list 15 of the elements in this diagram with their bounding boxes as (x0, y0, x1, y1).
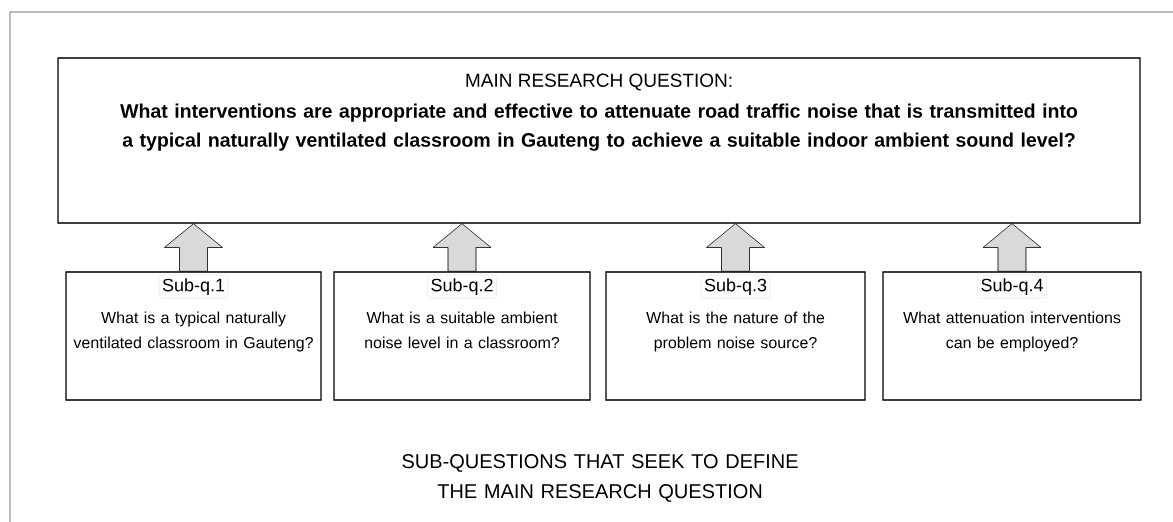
question-text: What is the nature of the problem noise source? (646, 311, 825, 352)
heading: MAIN RESEARCH QUESTION: (466, 73, 732, 91)
block-arrow (432, 223, 492, 272)
block-arrow (164, 223, 223, 272)
question-text: What is a typical naturally ventilated classroom in Gauteng? (73, 311, 313, 352)
question-text: What attenuation interventions can be employed? (903, 311, 1121, 352)
sub-question-tag: Sub-q.4 (977, 275, 1047, 299)
block-arrow (982, 223, 1042, 272)
sub-question-tag: Sub-q.3 (700, 275, 771, 299)
question-text: What is a suitable ambient noise level in a classroom? (365, 311, 560, 349)
question-text: What interventions are appropriate and effective to attenuate road traffic noise that is transmitted into a typical naturally ventilated classroom in Gauteng to achieve a suitable indoor ambient sound level? (120, 103, 1078, 151)
sub-question-tag: Sub-q.2 (427, 275, 497, 299)
block-arrow (706, 223, 765, 272)
caption: SUB-QUESTIONS THAT SEEK TO DEFINE THE MAIN RESEARCH QUESTION (402, 454, 798, 502)
sub-question-tag: Sub-q.1 (158, 275, 229, 299)
